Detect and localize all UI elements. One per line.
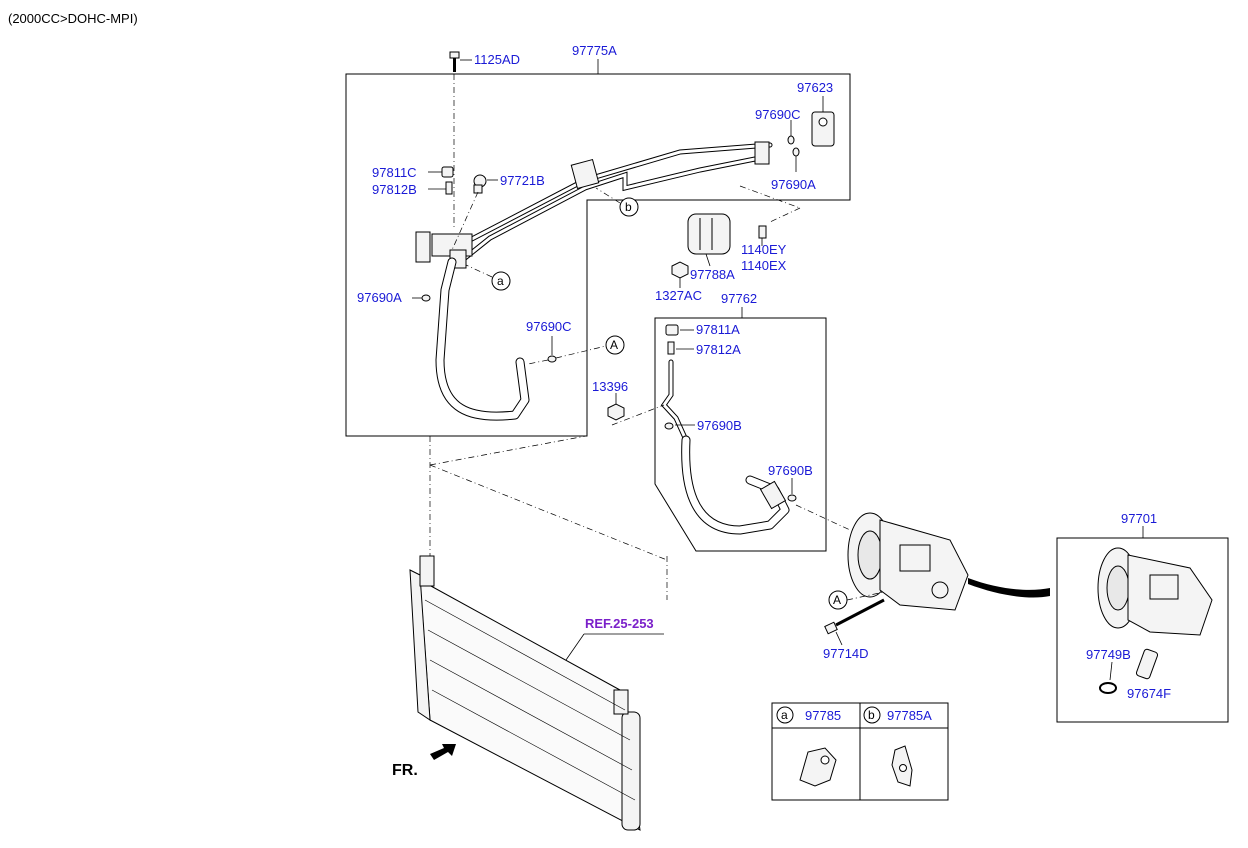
o-ring-97690C-top-icon bbox=[787, 135, 795, 145]
label-97788A[interactable]: 97788A bbox=[690, 267, 735, 282]
label-97749B[interactable]: 97749B bbox=[1086, 647, 1131, 662]
label-97674F[interactable]: 97674F bbox=[1127, 686, 1171, 701]
valve-core-97812B-icon bbox=[445, 181, 453, 195]
legend-b-part[interactable]: 97785A bbox=[887, 708, 932, 723]
label-97690C-mid[interactable]: 97690C bbox=[526, 319, 572, 334]
valve-97674F-icon bbox=[1135, 648, 1159, 680]
pressure-switch-97721B-icon bbox=[473, 174, 487, 194]
o-ring-97690B-1-icon bbox=[664, 422, 674, 430]
cap-97811A-icon bbox=[665, 324, 679, 336]
condenser-icon bbox=[409, 555, 641, 831]
nut-13396-icon bbox=[607, 403, 625, 421]
clamp-97785-icon bbox=[799, 747, 837, 787]
label-97701[interactable]: 97701 bbox=[1121, 511, 1157, 526]
label-97690C-top[interactable]: 97690C bbox=[755, 107, 801, 122]
compressor-detail-icon bbox=[1097, 547, 1213, 636]
svg-text:A: A bbox=[610, 338, 618, 352]
label-13396[interactable]: 13396 bbox=[592, 379, 628, 394]
discharge-hose bbox=[435, 257, 530, 421]
legend-a-letter: a bbox=[781, 708, 788, 722]
label-97690A-left[interactable]: 97690A bbox=[357, 290, 402, 305]
label-1140EX[interactable]: 1140EX bbox=[741, 258, 787, 273]
legend-a-part[interactable]: 97785 bbox=[805, 708, 841, 723]
label-97762[interactable]: 97762 bbox=[721, 291, 757, 306]
label-1327AC[interactable]: 1327AC bbox=[655, 288, 702, 303]
label-97623[interactable]: 97623 bbox=[797, 80, 833, 95]
assembly-box-97701 bbox=[1056, 537, 1229, 723]
svg-text:b: b bbox=[625, 200, 632, 214]
nut-1327AC-icon bbox=[671, 261, 689, 279]
compressor-icon bbox=[847, 512, 969, 611]
o-ring-97690A-left-icon bbox=[421, 294, 431, 302]
bolt-97714D-icon bbox=[824, 598, 885, 635]
front-label: FR. bbox=[392, 762, 418, 779]
label-97775A[interactable]: 97775A bbox=[572, 43, 617, 58]
liquid-hose bbox=[660, 359, 790, 535]
o-ring-97690C-mid-icon bbox=[547, 355, 557, 363]
front-arrow-icon bbox=[430, 744, 456, 760]
bolt-1125AD-icon bbox=[449, 51, 460, 72]
assembly-box-97762 bbox=[654, 317, 827, 552]
label-97690B-1[interactable]: 97690B bbox=[697, 418, 742, 433]
callout-a bbox=[491, 271, 511, 291]
svg-text:A: A bbox=[833, 593, 841, 607]
callout-A-upper bbox=[605, 335, 625, 355]
receiver-drier-97788A-icon bbox=[687, 213, 731, 255]
label-97812A[interactable]: 97812A bbox=[696, 342, 741, 357]
label-97721B[interactable]: 97721B bbox=[500, 173, 545, 188]
svg-text:a: a bbox=[497, 274, 504, 288]
compressor-detail-pointer bbox=[968, 578, 1050, 598]
assembly-box-97775A bbox=[345, 73, 851, 437]
callout-b bbox=[619, 197, 639, 217]
o-ring-97749B-icon bbox=[1099, 682, 1117, 694]
valve-core-97812A-icon bbox=[667, 341, 675, 355]
pipe-fitting-left bbox=[415, 231, 473, 269]
o-ring-97690B-2-icon bbox=[787, 494, 797, 502]
label-1125AD[interactable]: 1125AD bbox=[474, 52, 520, 67]
legend-table: a 97785 b 97785A bbox=[771, 702, 949, 801]
cap-97811C-icon bbox=[441, 166, 454, 178]
label-97714D[interactable]: 97714D bbox=[823, 646, 869, 661]
engine-spec-header: (2000CC>DOHC-MPI) bbox=[8, 11, 138, 26]
bolt-1140EY-icon bbox=[758, 225, 767, 239]
label-97690B-2[interactable]: 97690B bbox=[768, 463, 813, 478]
expansion-valve-97623-icon bbox=[811, 111, 835, 147]
label-97811C[interactable]: 97811C bbox=[372, 165, 417, 180]
label-97812B[interactable]: 97812B bbox=[372, 182, 417, 197]
label-97811A[interactable]: 97811A bbox=[696, 322, 740, 337]
legend-b-letter: b bbox=[868, 708, 875, 722]
clamp-97785A-icon bbox=[891, 745, 913, 787]
o-ring-97690A-right-icon bbox=[792, 147, 800, 157]
label-97690A-right[interactable]: 97690A bbox=[771, 177, 816, 192]
label-1140EY[interactable]: 1140EY bbox=[741, 242, 787, 257]
ref-25-253-link[interactable]: REF.25-253 bbox=[585, 616, 654, 631]
